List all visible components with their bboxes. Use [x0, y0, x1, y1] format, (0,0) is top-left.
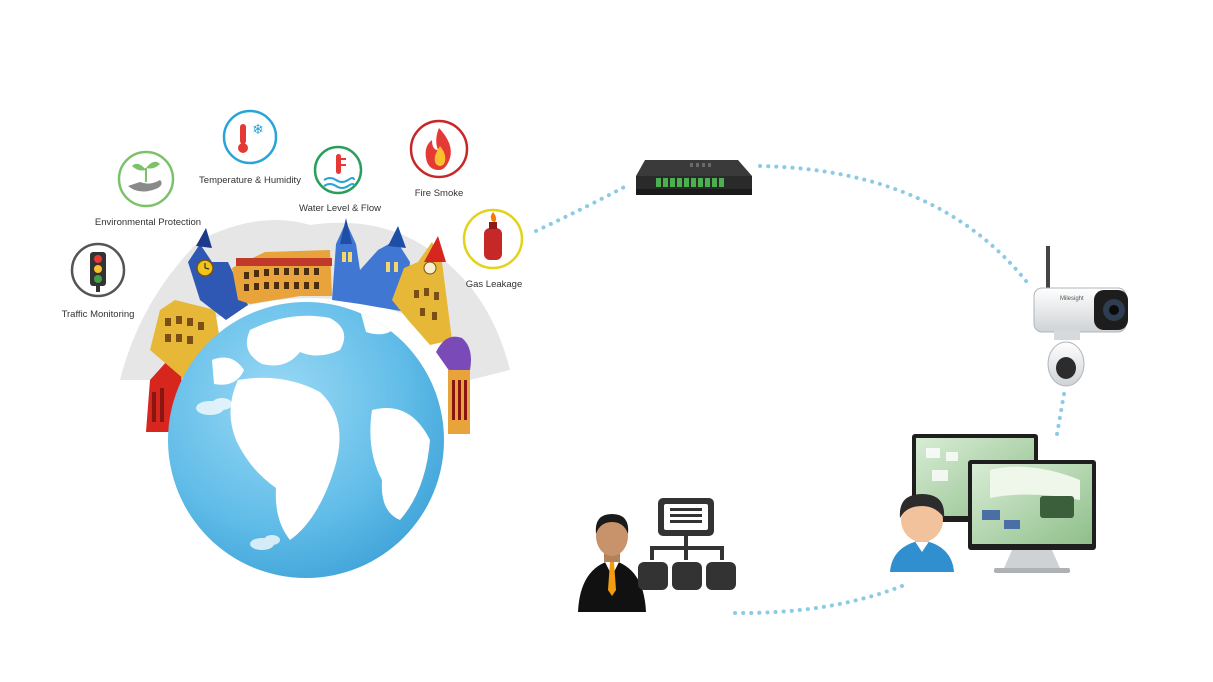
- sensor-env: Environmental Protection: [95, 150, 201, 228]
- flame-icon: [425, 128, 451, 170]
- sensor-label-fire: Fire Smoke: [415, 188, 464, 199]
- skyline-backdrop: [120, 220, 510, 380]
- camera-brand: Milesight: [1060, 296, 1084, 302]
- connection-dots: [534, 164, 1066, 616]
- sensor-water: Water Level & Flow: [299, 145, 381, 214]
- globe-clouds: [196, 398, 280, 550]
- sensor-label-temp: Temperature & Humidity: [199, 175, 301, 186]
- sensor-temp: ❄ Temperature & Humidity: [199, 109, 301, 186]
- sensor-traffic: Traffic Monitoring: [62, 242, 135, 320]
- gas-cylinder-icon: [484, 212, 502, 260]
- dots-gas-to-gateway: [534, 182, 632, 233]
- sensor-label-traffic: Traffic Monitoring: [62, 309, 135, 320]
- svg-text:❄: ❄: [252, 122, 264, 138]
- dots-gateway-to-camera: [758, 164, 1032, 288]
- thermometer-snowflake-icon: ❄: [238, 122, 264, 153]
- dots-camera-to-monitors: [1054, 392, 1066, 442]
- dots-monitors-to-manager: [733, 584, 904, 616]
- sensor-label-env: Environmental Protection: [95, 217, 201, 228]
- water-thermometer-icon: [323, 154, 355, 189]
- building-dome-right: [436, 336, 471, 372]
- iot-controller-icon: [636, 160, 752, 195]
- earth-globe: [168, 302, 444, 578]
- businessman-icon: [578, 514, 646, 612]
- traffic-light-icon: [90, 252, 106, 292]
- sensor-gas: Gas Leakage: [462, 208, 524, 290]
- network-hierarchy-icon: [638, 498, 736, 590]
- ptz-camera-icon: Milesight: [1033, 246, 1128, 387]
- operator-avatar-icon: [890, 494, 954, 572]
- sensor-fire: Fire Smoke: [409, 119, 469, 199]
- sensor-label-gas: Gas Leakage: [466, 279, 523, 290]
- sensor-label-water: Water Level & Flow: [299, 203, 381, 214]
- city-skyline: [120, 218, 510, 434]
- plant-in-hand-icon: [128, 161, 162, 192]
- monitor-screens-icon: [912, 434, 1096, 573]
